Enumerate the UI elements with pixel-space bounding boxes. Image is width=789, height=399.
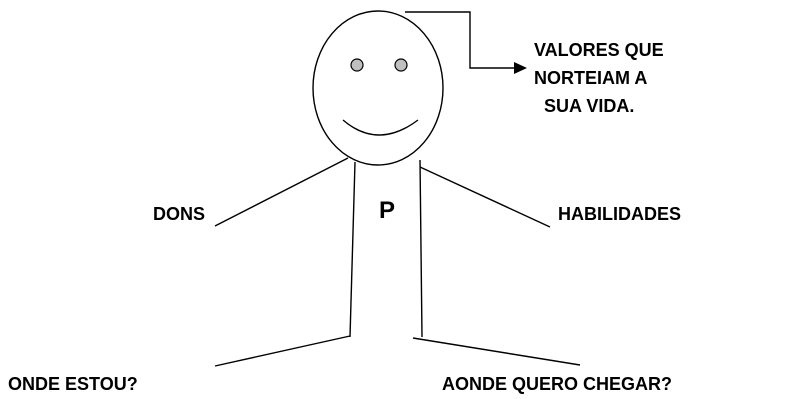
left-leg-line (214, 335, 351, 367)
values-connector-line (405, 11, 515, 69)
torso-right-line (419, 159, 423, 338)
center-letter: P (379, 197, 395, 224)
right-eye (394, 58, 408, 72)
values-label-line-3: SUA VIDA. (544, 96, 634, 116)
values-label-line-2: NORTEIAM A (534, 68, 647, 88)
right-leg-line (412, 337, 581, 366)
left-leg-label: ONDE ESTOU? (8, 374, 138, 394)
right-arm-label: HABILIDADES (558, 204, 681, 224)
right-arm-line (419, 166, 551, 228)
figure-smile (342, 119, 419, 136)
left-arm-line (214, 157, 349, 227)
figure-head (312, 10, 444, 166)
values-label-line-1: VALORES QUE (534, 40, 664, 60)
values-arrowhead (514, 62, 527, 74)
left-arm-label: DONS (153, 204, 205, 224)
left-eye (350, 58, 364, 72)
right-leg-label: AONDE QUERO CHEGAR? (442, 374, 672, 394)
torso-left-line (349, 161, 356, 338)
